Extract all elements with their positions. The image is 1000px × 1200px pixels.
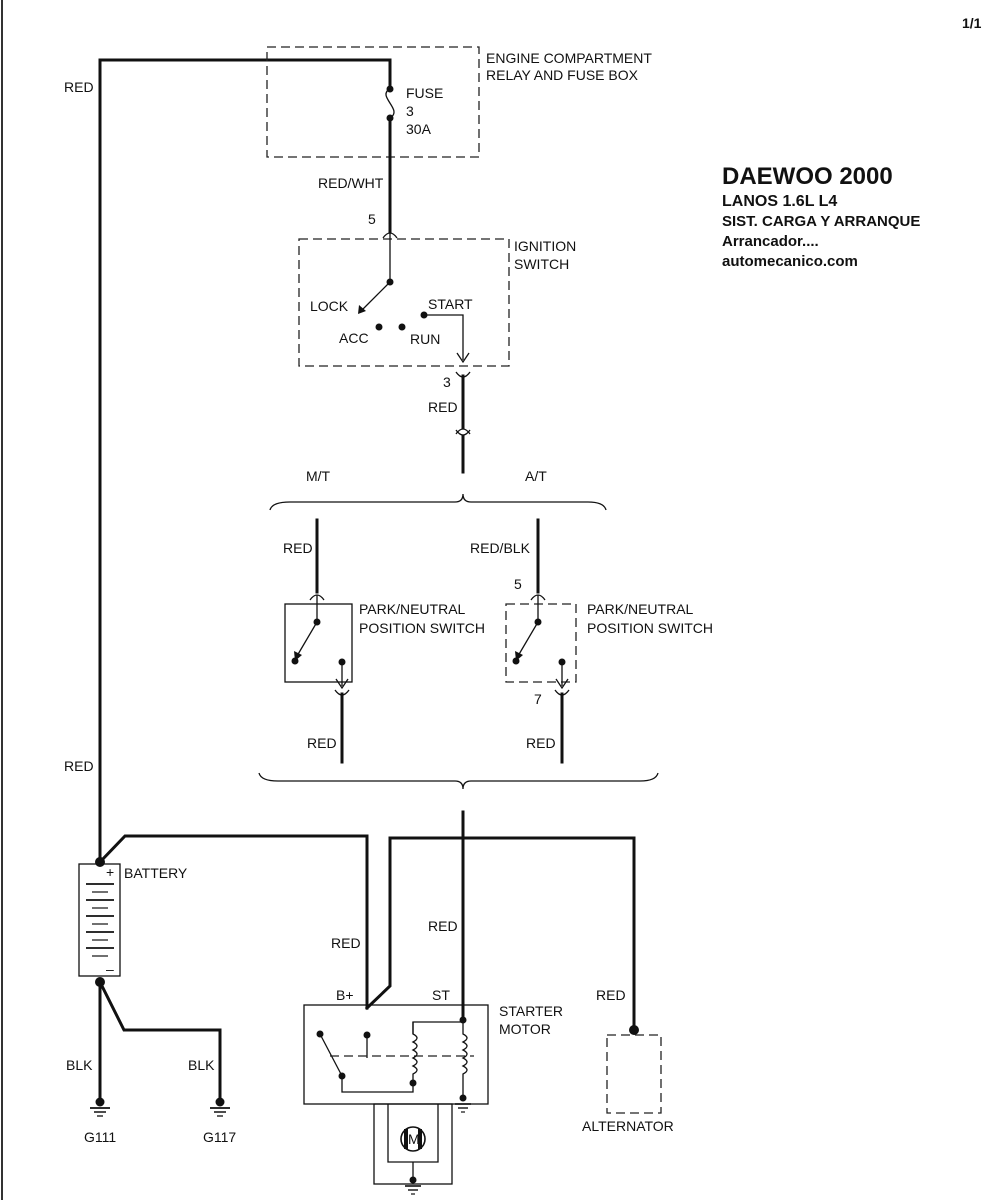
- connector-icon: [382, 232, 398, 282]
- wire-label-red-mt-out: RED: [307, 735, 337, 751]
- pn-switch-at-outline: [505, 603, 577, 683]
- wire-red-battery-to-bplus: [97, 834, 369, 1010]
- fuse-box-outline: [266, 46, 480, 158]
- ignition-pos-start: START: [428, 296, 473, 312]
- wire-label-red-at-out: RED: [526, 735, 556, 751]
- ignition-switch: 5 IGNITION SWITCH LOCK ACC RUN START 3: [298, 211, 576, 390]
- ignition-name-1: IGNITION: [514, 238, 576, 254]
- motor-symbol: M: [408, 1131, 420, 1147]
- ignition-pos-acc: ACC: [339, 330, 369, 346]
- wire-label-red-blk: RED/BLK: [470, 540, 531, 556]
- branch-brace-top: [269, 493, 607, 511]
- ground-icon: [90, 1097, 110, 1117]
- fuse-number: 3: [406, 103, 414, 119]
- ignition-name-2: SWITCH: [514, 256, 569, 272]
- pn-switch-mt-name-2: POSITION SWITCH: [359, 620, 485, 636]
- battery-name: BATTERY: [124, 865, 188, 881]
- ground-icon: [210, 1097, 230, 1117]
- pn-switch-at-out-pin: 7: [534, 691, 542, 707]
- title-line-3: SIST. CARGA Y ARRANQUE: [722, 213, 920, 230]
- fuse-label: FUSE: [406, 85, 443, 101]
- page-number: 1/1: [962, 15, 982, 31]
- ignition-switch-outline: [298, 238, 510, 367]
- wire-label-red-alt: RED: [596, 987, 626, 1003]
- coil-icon: [409, 1022, 418, 1087]
- title-block: DAEWOO 2000 LANOS 1.6L L4 SIST. CARGA Y …: [722, 163, 920, 270]
- alternator-outline: [606, 1034, 662, 1114]
- wire-label-red-wht: RED/WHT: [318, 175, 384, 191]
- ignition-pos-lock: LOCK: [310, 298, 349, 314]
- starter-bplus-label: B+: [336, 987, 354, 1003]
- wire-label-red-mid: RED: [64, 758, 94, 774]
- switch-icon: [358, 278, 470, 364]
- title-line-4: Arrancador....: [722, 233, 819, 250]
- title-line-2: LANOS 1.6L L4: [722, 193, 837, 210]
- fuse-box: ENGINE COMPARTMENT RELAY AND FUSE BOX FU…: [266, 46, 652, 158]
- starter-name-2: MOTOR: [499, 1021, 551, 1037]
- wire-label-red-ign: RED: [428, 399, 458, 415]
- pn-switch-mt-name-1: PARK/NEUTRAL: [359, 601, 466, 617]
- pn-switch-mt-outline: [284, 603, 353, 683]
- wire-label-red-bplus: RED: [331, 935, 361, 951]
- pn-switch-at: [505, 594, 577, 696]
- pn-switch-at-name-2: POSITION SWITCH: [587, 620, 713, 636]
- title-line-5: automecanico.com: [722, 253, 858, 270]
- wire-red-battery-to-fuse: [98, 58, 392, 864]
- ground-g111-label: G111: [84, 1129, 116, 1145]
- fuse-rating: 30A: [406, 121, 432, 137]
- ignition-output-pin: 3: [443, 374, 451, 390]
- pn-switch-mt: [284, 594, 353, 696]
- ground-g117-label: G117: [203, 1129, 236, 1145]
- branch-label-mt: M/T: [306, 468, 331, 484]
- wire-label-red-st: RED: [428, 918, 458, 934]
- motor-icon: M: [373, 1103, 453, 1195]
- branch-brace-bottom: [258, 772, 659, 790]
- pn-switch-at-name-1: PARK/NEUTRAL: [587, 601, 694, 617]
- starter-name-1: STARTER: [499, 1003, 563, 1019]
- battery-plus: +: [106, 864, 114, 880]
- ignition-pos-run: RUN: [410, 331, 440, 347]
- alternator: [606, 1025, 662, 1114]
- ground-icon: [455, 1094, 471, 1113]
- ignition-input-pin: 5: [368, 211, 376, 227]
- wire-blk-g117: [97, 979, 222, 1100]
- fuse-box-name-2: RELAY AND FUSE BOX: [486, 67, 639, 83]
- battery-minus: –: [106, 961, 114, 977]
- wire-label-blk-g117: BLK: [188, 1057, 215, 1073]
- starter-motor: B+ ST: [303, 987, 489, 1113]
- fuse-box-name-1: ENGINE COMPARTMENT: [486, 50, 652, 66]
- wire-label-blk-g111: BLK: [66, 1057, 93, 1073]
- wire-red-to-alternator: [364, 836, 636, 1030]
- alternator-name: ALTERNATOR: [582, 1118, 674, 1134]
- branch-label-at: A/T: [525, 468, 547, 484]
- coil-icon: [461, 1022, 468, 1096]
- fuse-icon: [385, 85, 395, 122]
- wire-label-red-top: RED: [64, 79, 94, 95]
- title-line-1: DAEWOO 2000: [722, 163, 893, 190]
- pn-switch-at-in-pin: 5: [514, 576, 522, 592]
- wire-label-red-mt-in: RED: [283, 540, 313, 556]
- starter-st-label: ST: [432, 987, 450, 1003]
